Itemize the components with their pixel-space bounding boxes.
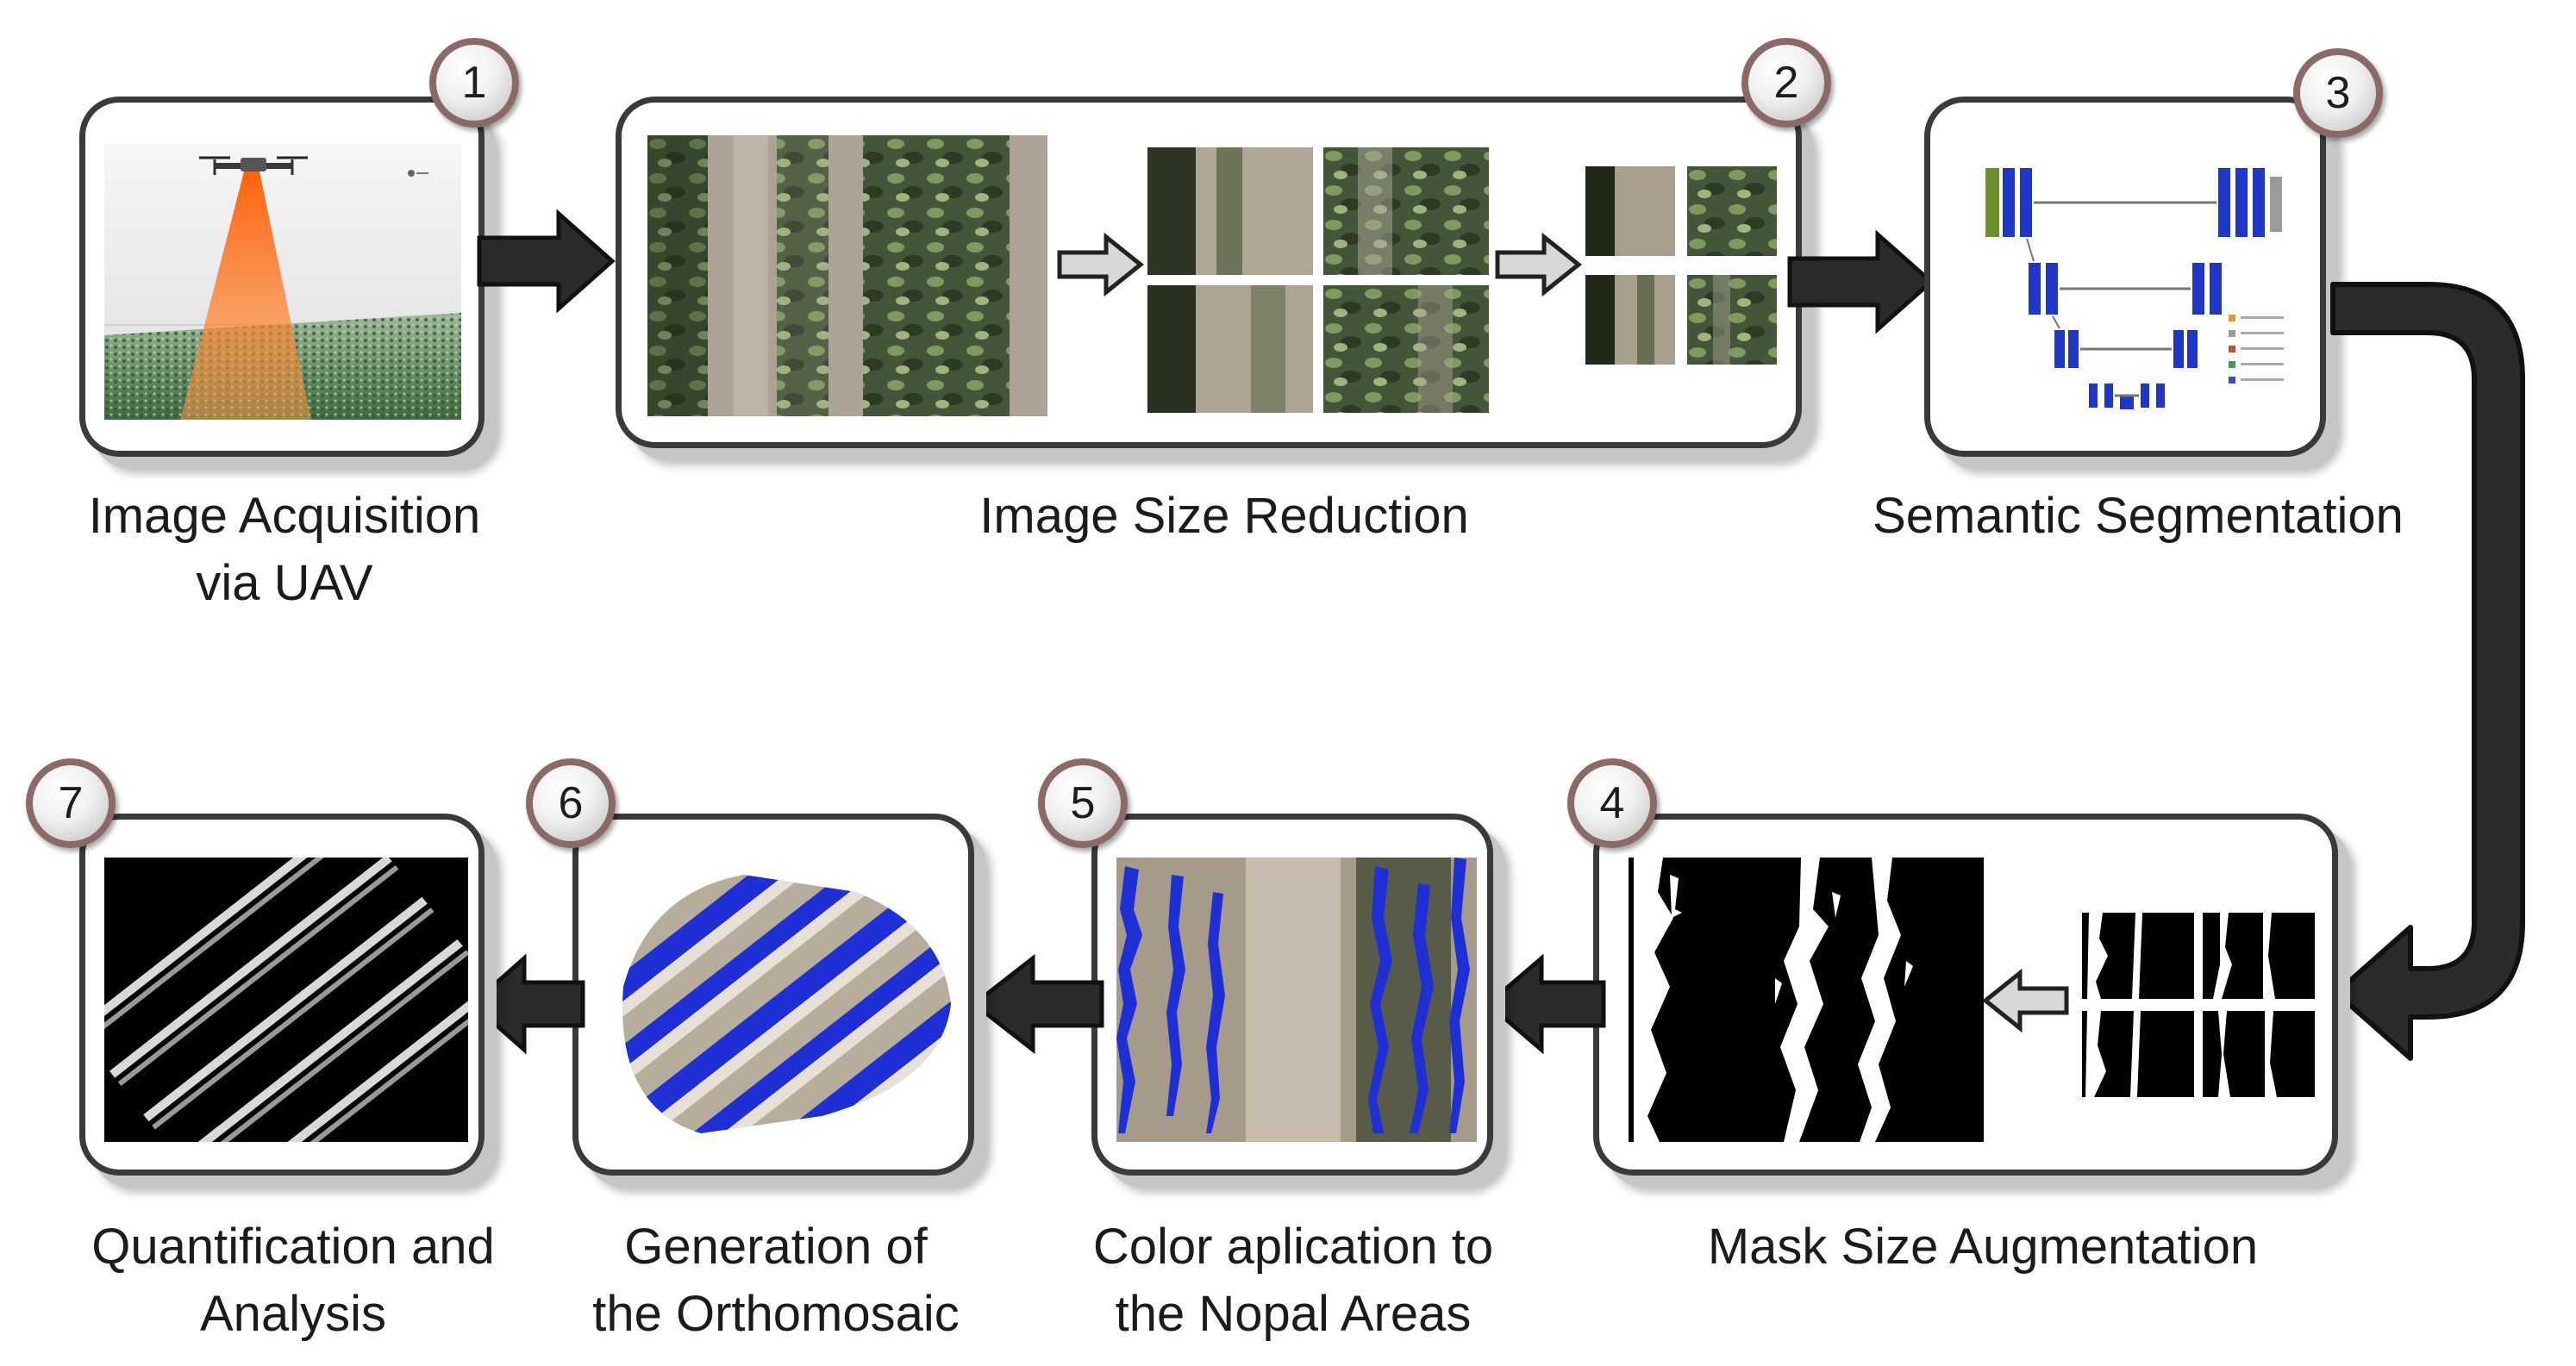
step-1-caption: Image Acquisition via UAV <box>17 483 552 617</box>
reduction-arrow-b <box>1495 232 1583 297</box>
small-tile-3 <box>1585 275 1675 365</box>
step-4-badge: 4 <box>1567 758 1657 848</box>
small-mask-4 <box>2203 1011 2315 1097</box>
reduction-arrow-a <box>1057 232 1145 297</box>
flow-arrow-5-to-6 <box>970 953 1104 1055</box>
caption-line: the Orthomosaic <box>592 1286 960 1342</box>
small-mask-2 <box>2203 913 2315 999</box>
caption-line: Analysis <box>200 1286 386 1342</box>
flow-arrow-4-to-5 <box>1485 953 1606 1055</box>
step-6-badge: 6 <box>526 758 616 848</box>
uav-acquisition-image <box>104 144 461 420</box>
unet-architecture-image <box>1951 134 2308 432</box>
step-4-caption: Mask Size Augmentation <box>1638 1213 2328 1281</box>
step-5-caption: Color aplication to the Nopal Areas <box>1009 1213 1578 1348</box>
step-7-caption: Quantification and Analysis <box>17 1213 569 1348</box>
step-1-badge: 1 <box>429 38 519 128</box>
small-tile-1 <box>1585 166 1675 256</box>
step-5-badge: 5 <box>1038 758 1128 848</box>
caption-line: via UAV <box>196 555 373 611</box>
step-3-badge: 3 <box>2293 48 2383 138</box>
small-mask-1 <box>2082 913 2194 999</box>
caption-line: Image Size Reduction <box>979 488 1469 544</box>
step-1-panel <box>79 97 485 457</box>
caption-line: Semantic Segmentation <box>1873 488 2404 544</box>
caption-line: Image Acquisition <box>88 488 481 544</box>
step-number: 5 <box>1070 778 1096 828</box>
orthomosaic-image <box>597 858 958 1142</box>
caption-line: Quantification and <box>91 1219 495 1275</box>
flow-arrow-1-to-2 <box>477 209 616 314</box>
step-number: 7 <box>58 778 84 828</box>
step-7-badge: 7 <box>26 758 116 848</box>
small-tile-4 <box>1687 275 1777 365</box>
augmented-mask <box>1629 858 1984 1142</box>
step-3-caption: Semantic Segmentation <box>1819 483 2457 550</box>
quantification-image <box>104 858 468 1142</box>
step-6-panel <box>572 814 974 1176</box>
step-7-panel <box>79 814 485 1176</box>
step-number: 2 <box>1773 58 1799 108</box>
caption-line: Color aplication to <box>1092 1219 1494 1275</box>
flow-arrow-2-to-3 <box>1787 229 1935 334</box>
medium-tile-2 <box>1323 147 1489 275</box>
flow-arrow-3-to-4 <box>2330 282 2525 1061</box>
step-6-caption: Generation of the Orthomosaic <box>517 1213 1035 1348</box>
medium-tile-4 <box>1323 285 1489 413</box>
step-4-panel <box>1593 814 2338 1176</box>
step-number: 1 <box>461 58 487 108</box>
small-mask-3 <box>2082 1011 2194 1097</box>
flow-arrow-6-to-7 <box>469 953 585 1055</box>
caption-line: Generation of <box>624 1219 928 1275</box>
step-number: 3 <box>2325 68 2351 118</box>
nopal-color-image <box>1116 858 1477 1142</box>
augmentation-arrow <box>1982 968 2069 1033</box>
medium-tile-1 <box>1147 147 1313 275</box>
step-2-caption: Image Size Reduction <box>862 483 1586 550</box>
step-2-badge: 2 <box>1741 38 1831 128</box>
step-3-panel <box>1924 97 2326 457</box>
step-5-panel <box>1091 814 1493 1176</box>
medium-tile-3 <box>1147 285 1313 413</box>
caption-line: the Nopal Areas <box>1115 1286 1472 1342</box>
full-size-tile <box>647 135 1047 416</box>
step-2-panel <box>616 97 1802 448</box>
step-number: 6 <box>558 778 584 828</box>
small-tile-2 <box>1687 166 1777 256</box>
caption-line: Mask Size Augmentation <box>1707 1219 2259 1275</box>
step-number: 4 <box>1599 778 1625 828</box>
